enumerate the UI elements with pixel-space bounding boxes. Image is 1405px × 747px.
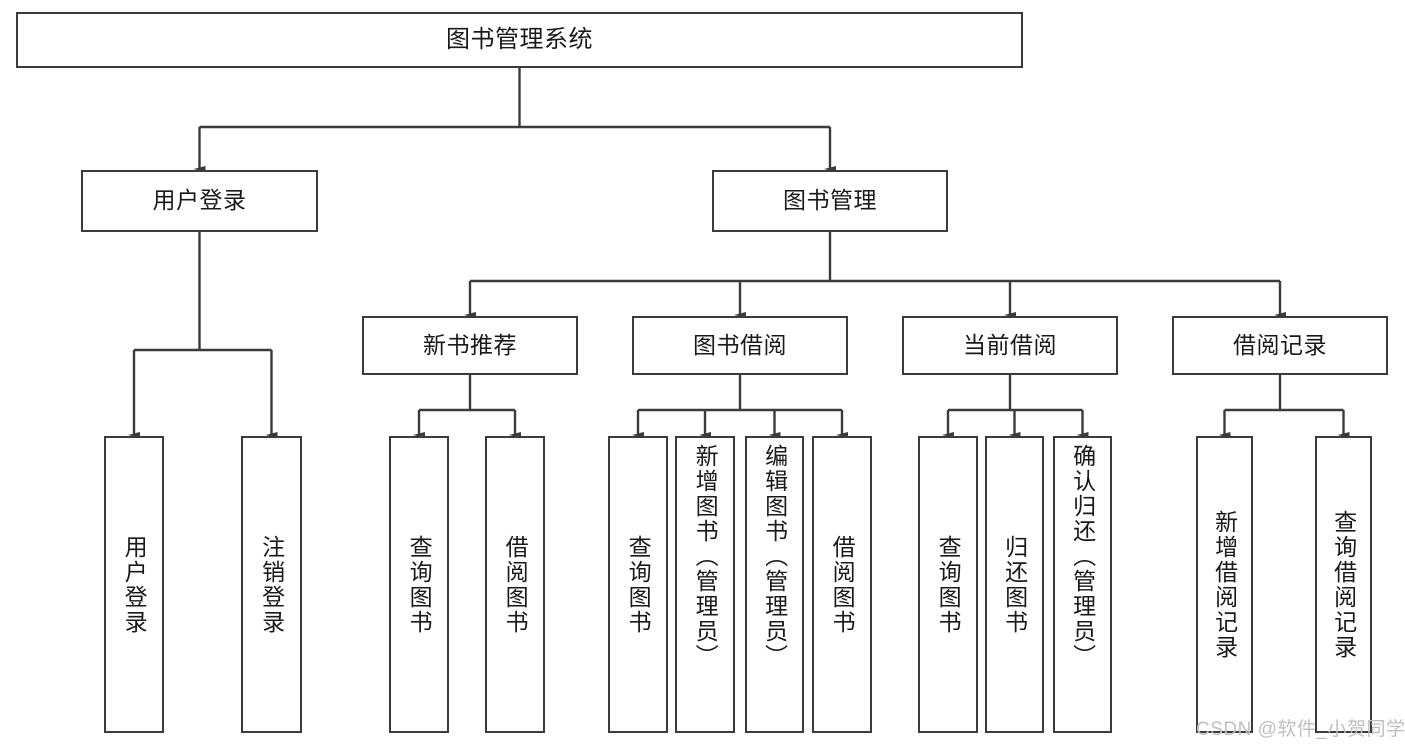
- leaf-borrow-book-1-label: 借阅图书: [502, 534, 529, 635]
- leaf-add-borrow-record-label: 新增借阅记录: [1211, 509, 1238, 660]
- node-root-label: 图书管理系统: [446, 25, 593, 53]
- leaf-query-borrow-record[interactable]: 查询借阅记录: [1315, 436, 1372, 733]
- leaf-query-book-1[interactable]: 查询图书: [389, 436, 449, 733]
- node-new-book-recommend-label: 新书推荐: [423, 331, 517, 358]
- node-borrow-record[interactable]: 借阅记录: [1172, 316, 1388, 375]
- leaf-confirm-return[interactable]: 确认归还（管理员）: [1053, 436, 1112, 733]
- node-book-borrow[interactable]: 图书借阅: [632, 316, 848, 375]
- leaf-borrow-book-2-label: 借阅图书: [829, 534, 856, 635]
- node-new-book-recommend[interactable]: 新书推荐: [362, 316, 578, 375]
- leaf-add-borrow-record[interactable]: 新增借阅记录: [1196, 436, 1253, 733]
- node-book-manage-label: 图书管理: [783, 187, 877, 214]
- node-user-login-label: 用户登录: [152, 187, 247, 214]
- leaf-edit-book[interactable]: 编辑图书（管理员）: [745, 436, 804, 733]
- node-book-borrow-label: 图书借阅: [693, 331, 787, 358]
- node-current-borrow-label: 当前借阅: [963, 331, 1057, 358]
- leaf-query-book-3-label: 查询图书: [935, 534, 962, 635]
- leaf-query-book-2[interactable]: 查询图书: [608, 436, 668, 733]
- node-current-borrow[interactable]: 当前借阅: [902, 316, 1118, 375]
- leaf-return-book-label: 归还图书: [1001, 534, 1028, 635]
- node-user-login[interactable]: 用户登录: [81, 170, 318, 232]
- node-borrow-record-label: 借阅记录: [1233, 331, 1327, 358]
- leaf-user-login[interactable]: 用户登录: [104, 436, 164, 733]
- leaf-borrow-book-2[interactable]: 借阅图书: [812, 436, 872, 733]
- leaf-confirm-return-label: 确认归还（管理员）: [1069, 444, 1096, 669]
- leaf-return-book[interactable]: 归还图书: [985, 436, 1044, 733]
- leaf-edit-book-label: 编辑图书（管理员）: [761, 444, 788, 669]
- csdn-watermark: CSDN @软件_小贺同学: [1196, 719, 1405, 740]
- leaf-logout-label: 注销登录: [258, 534, 285, 635]
- leaf-logout[interactable]: 注销登录: [241, 436, 302, 733]
- leaf-query-book-1-label: 查询图书: [406, 534, 433, 635]
- node-root[interactable]: 图书管理系统: [16, 12, 1023, 68]
- node-book-manage[interactable]: 图书管理: [712, 170, 948, 232]
- leaf-add-book-label: 新增图书（管理员）: [692, 444, 719, 669]
- leaf-query-book-2-label: 查询图书: [625, 534, 652, 635]
- leaf-user-login-label: 用户登录: [121, 534, 148, 635]
- leaf-borrow-book-1[interactable]: 借阅图书: [485, 436, 545, 733]
- leaf-add-book[interactable]: 新增图书（管理员）: [675, 436, 735, 733]
- leaf-query-borrow-record-label: 查询借阅记录: [1330, 509, 1357, 660]
- leaf-query-book-3[interactable]: 查询图书: [918, 436, 978, 733]
